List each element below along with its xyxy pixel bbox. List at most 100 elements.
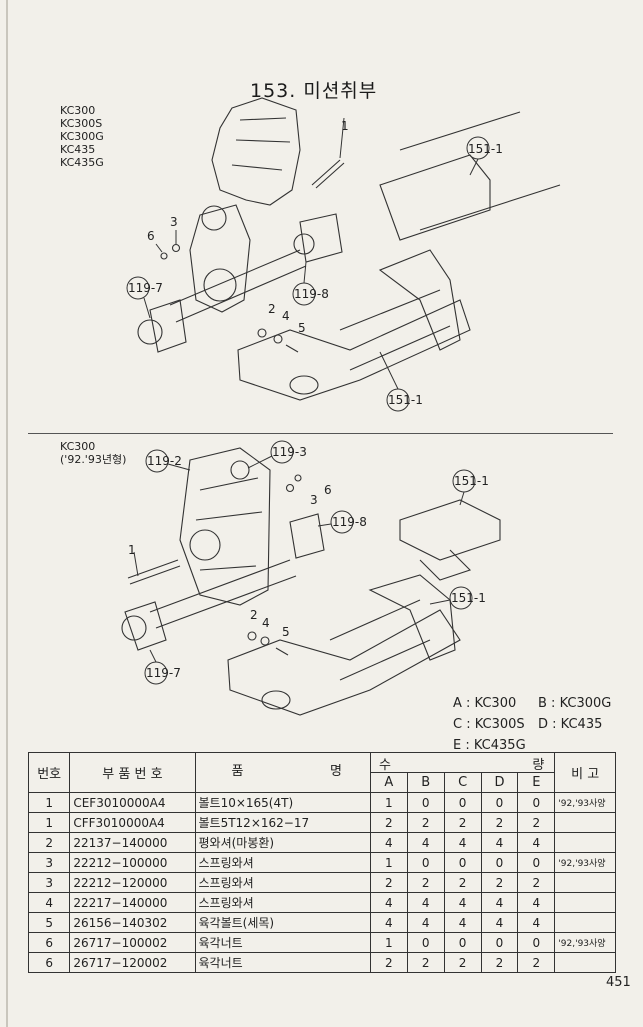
cell-qty: 2 (480, 872, 519, 893)
cell-qty: 2 (406, 872, 445, 893)
callout-label: 151-1 (468, 142, 503, 156)
cell-qty: 4 (369, 912, 408, 933)
cell-name: 육각볼트(세목) (194, 912, 371, 933)
cell-qty: 0 (443, 792, 482, 813)
cell-qty: 4 (480, 832, 519, 853)
legend-entry: D : KC435 (538, 717, 603, 732)
transmission-housing-bottom (179, 447, 271, 606)
cell-qty: 0 (406, 792, 445, 813)
cell-no: 1 (27, 792, 71, 813)
cell-qty: 0 (443, 852, 482, 873)
cell-name: 육각너트 (194, 952, 371, 973)
cell-qty: 1 (369, 932, 408, 953)
cell-remarks: '92,'93사양 (554, 852, 616, 873)
callout-label: 119-8 (332, 515, 367, 529)
transmission-housing-top (211, 97, 301, 206)
cell-qty: 4 (517, 892, 556, 913)
cell-part-no: 22212−120000 (69, 872, 196, 893)
cell-qty: 1 (369, 792, 408, 813)
cell-qty: 0 (480, 792, 519, 813)
callout-label: 5 (298, 321, 306, 335)
cell-qty: 2 (480, 952, 519, 973)
callout-label: 4 (282, 309, 290, 323)
cell-part-no: 22137−140000 (69, 832, 196, 853)
callout-label: 2 (250, 608, 258, 622)
callout-label: 3 (310, 493, 318, 507)
cell-no: 3 (27, 852, 71, 873)
cell-part-no: 26156−140302 (69, 912, 196, 933)
axle-shaft-bottom (149, 559, 297, 629)
frame-151-1-lower-top (237, 299, 471, 401)
section-divider (28, 433, 613, 434)
header-part-no: 부 품 번 호 (69, 752, 196, 793)
callout-label: 151-1 (454, 474, 489, 488)
cell-qty: 2 (443, 952, 482, 973)
cell-qty: 4 (406, 832, 445, 853)
cell-qty: 0 (406, 932, 445, 953)
cell-part-no: CFF3010000A4 (69, 812, 196, 833)
cell-qty: 4 (443, 912, 482, 933)
cell-name: 스프링와셔 (194, 872, 371, 893)
header-name-right: 명 (329, 764, 342, 779)
cell-no: 3 (27, 872, 71, 893)
page-title: 153. 미션취부 (250, 80, 378, 102)
cell-qty: 0 (517, 852, 556, 873)
cell-qty: 4 (480, 912, 519, 933)
header-col-d: D (480, 772, 519, 793)
header-name: 품 명 (194, 752, 371, 793)
cell-qty: 2 (406, 812, 445, 833)
callout-label: 5 (282, 625, 290, 639)
cell-no: 4 (27, 892, 71, 913)
cell-qty: 1 (369, 852, 408, 873)
legend-entry: B : KC300G (538, 696, 612, 711)
cell-qty: 4 (406, 892, 445, 913)
cell-qty: 4 (406, 912, 445, 933)
page-number: 451 (606, 975, 631, 990)
header-col-c: C (443, 772, 482, 793)
cell-remarks (554, 832, 616, 853)
cell-qty: 2 (406, 952, 445, 973)
model-label: KC435 (60, 143, 96, 156)
bracket-119-7-top (149, 299, 187, 353)
model-year-label: ('92.'93년형) (60, 453, 127, 466)
cell-qty: 2 (443, 872, 482, 893)
cell-remarks (554, 892, 616, 913)
cell-qty: 0 (517, 792, 556, 813)
callout-label: 119-8 (294, 287, 329, 301)
cell-qty: 4 (369, 892, 408, 913)
header-qty: 수 량 (369, 752, 556, 773)
bracket-119-7-bottom (124, 601, 167, 651)
frame-151-1-lower-bottom (227, 609, 461, 716)
header-col-b: B (406, 772, 445, 793)
callout-label: 4 (262, 616, 270, 630)
page-binding-line (6, 0, 8, 1027)
callout-label: 1 (128, 543, 136, 557)
model-label: KC300 (60, 104, 96, 117)
cell-remarks (554, 812, 616, 833)
cell-qty: 0 (406, 852, 445, 873)
callout-label: 2 (268, 302, 276, 316)
callout-label: 6 (147, 229, 155, 243)
cell-qty: 0 (443, 932, 482, 953)
cell-no: 6 (27, 932, 71, 953)
cell-qty: 0 (480, 932, 519, 953)
header-name-left: 품 (231, 764, 244, 779)
cell-remarks: '92,'93사양 (554, 932, 616, 953)
header-qty-right: 량 (532, 758, 545, 773)
cell-name: 육각너트 (194, 932, 371, 953)
model-label: KC300S (60, 117, 103, 130)
long-bolt-top (311, 159, 345, 189)
cell-qty: 0 (480, 852, 519, 873)
long-bolt-bottom (127, 559, 181, 585)
cell-name: 스프링와셔 (194, 892, 371, 913)
cell-name: 스프링와셔 (194, 852, 371, 873)
cell-no: 5 (27, 912, 71, 933)
